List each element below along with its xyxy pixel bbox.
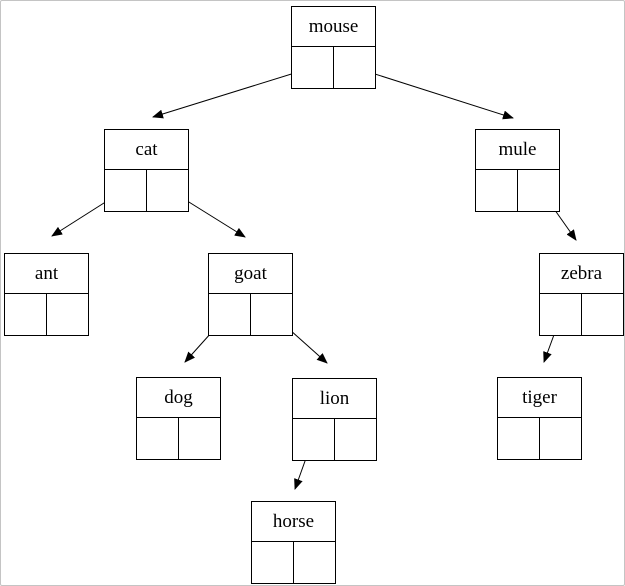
node-label: tiger (522, 387, 557, 408)
node-label: mouse (308, 16, 359, 37)
right-pointer-cell (518, 170, 559, 211)
edge-mouse-cat (152, 66, 315, 119)
pointer-cells (252, 541, 335, 583)
node-label: ant (34, 263, 59, 284)
right-pointer-cell (47, 294, 88, 335)
left-pointer-cell (209, 294, 251, 335)
left-pointer-cell (293, 419, 335, 460)
right-pointer-cell (540, 418, 581, 459)
node-label: mule (498, 139, 537, 160)
node-goat: goat (208, 253, 293, 336)
right-pointer-cell (179, 418, 220, 459)
node-dog: dog (136, 377, 221, 460)
node-label: lion (319, 388, 350, 409)
node-tiger: tiger (497, 377, 582, 460)
left-pointer-cell (540, 294, 582, 335)
left-pointer-cell (292, 47, 334, 88)
pointer-cells (292, 46, 375, 88)
right-pointer-cell (294, 542, 335, 583)
node-cat: cat (104, 129, 189, 212)
edge-mouse-mule (352, 66, 514, 120)
node-horse: horse (251, 501, 336, 584)
left-pointer-cell (137, 418, 179, 459)
right-pointer-cell (582, 294, 623, 335)
pointer-cells (137, 417, 220, 459)
node-mule: mule (475, 129, 560, 212)
node-mouse: mouse (291, 6, 376, 89)
left-pointer-cell (5, 294, 47, 335)
node-ant: ant (4, 253, 89, 336)
pointer-cells (5, 293, 88, 335)
node-label: zebra (560, 263, 603, 284)
pointer-cells (293, 418, 376, 460)
left-pointer-cell (105, 170, 147, 211)
node-label: horse (272, 511, 315, 532)
pointer-cells (540, 293, 623, 335)
node-label: dog (164, 387, 193, 408)
node-label: goat (234, 263, 267, 284)
left-pointer-cell (476, 170, 518, 211)
right-pointer-cell (334, 47, 375, 88)
right-pointer-cell (147, 170, 188, 211)
right-pointer-cell (335, 419, 376, 460)
pointer-cells (476, 169, 559, 211)
pointer-cells (209, 293, 292, 335)
left-pointer-cell (498, 418, 540, 459)
right-pointer-cell (251, 294, 292, 335)
node-zebra: zebra (539, 253, 624, 336)
pointer-cells (105, 169, 188, 211)
pointer-cells (498, 417, 581, 459)
node-lion: lion (292, 378, 377, 461)
left-pointer-cell (252, 542, 294, 583)
node-label: cat (135, 139, 158, 160)
